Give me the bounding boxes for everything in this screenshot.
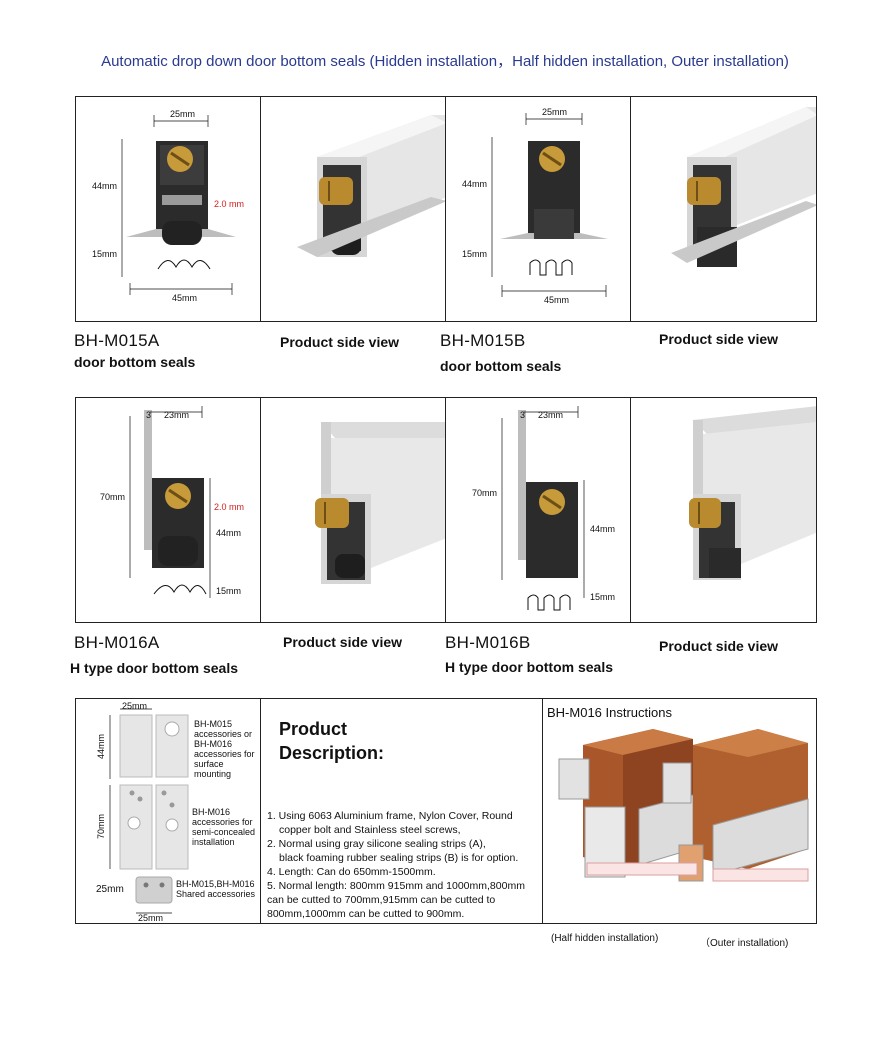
acc-dim-h25: 25mm <box>96 884 124 895</box>
m016b-drawing: 3 23mm 70mm 44mm 15mm <box>445 397 631 623</box>
acc-label-semi-concealed: BH-M016 accessories for semi-concealed i… <box>192 807 256 847</box>
dim-bottom: 15mm <box>92 249 117 259</box>
subtitle-m015a: door bottom seals <box>74 354 196 370</box>
caption-half-hidden: (Half hidden installation) <box>551 933 659 944</box>
dim-height: 44mm <box>462 179 487 189</box>
m016b-side-view-image <box>630 397 817 623</box>
dim-bottom: 15mm <box>590 592 615 602</box>
acc-label-surface: BH-M015 accessories or BH-M016 accessori… <box>194 719 255 779</box>
dim-three: 3 <box>146 410 151 420</box>
dim-three: 3 <box>520 410 525 420</box>
acc-dim-h70: 70mm <box>96 813 106 839</box>
dim-inner: 44mm <box>590 524 615 534</box>
dim-width: 25mm <box>170 109 195 119</box>
desc-item: 4. Length: Can do 650mm-1500mm. <box>267 866 436 878</box>
side-view-label-m016a: Product side view <box>283 634 403 650</box>
dim-base: 45mm <box>172 293 197 303</box>
dim-base: 45mm <box>544 295 569 305</box>
dim-bottom: 15mm <box>216 586 241 596</box>
dim-width: 23mm <box>164 410 189 420</box>
m015a-side-view-image <box>260 96 446 322</box>
model-m016b: BH-M016B <box>445 633 531 652</box>
dim-height: 70mm <box>100 492 125 502</box>
m015b-side-view-image <box>630 96 817 322</box>
desc-item: copper bolt and Stainless steel screws, <box>279 824 461 836</box>
accessories-panel: 25mm 44mm 70mm 25mm 25mm BH-M015 accesso… <box>75 698 261 924</box>
subtitle-m016b: H type door bottom seals <box>445 659 614 675</box>
side-view-label-m015b: Product side view <box>659 331 779 347</box>
acc-dim-h44: 44mm <box>96 733 106 759</box>
m016a-drawing: 3 23mm 70mm 2.0 mm 44mm 15mm <box>75 397 261 623</box>
acc-dim-w25-bottom: 25mm <box>138 913 164 923</box>
desc-item: can be cutted to 700mm,915mm can be cutt… <box>267 894 496 906</box>
dim-width: 23mm <box>538 410 563 420</box>
dim-gap: 2.0 mm <box>214 502 244 512</box>
acc-dim-w25: 25mm <box>122 701 148 711</box>
desc-item: 800mm,1000mm can be cutted to 900mm. <box>267 908 465 920</box>
subtitle-m016a: H type door bottom seals <box>70 660 239 676</box>
m015a-drawing: 25mm 44mm 15mm 45mm 2.0 mm <box>75 96 261 322</box>
desc-item: 1. Using 6063 Aluminium frame, Nylon Cov… <box>267 810 513 822</box>
desc-item: black foaming rubber sealing strips (B) … <box>279 852 519 864</box>
desc-item: 2. Normal using gray silicone sealing st… <box>267 838 486 850</box>
description-title-line2: Description: <box>279 743 385 763</box>
instructions-title: BH-M016 Instructions <box>547 705 672 720</box>
m016a-side-view-image <box>260 397 446 623</box>
description-title-line1: Product <box>279 719 348 739</box>
side-view-label-m015a: Product side view <box>280 334 400 350</box>
dim-gap: 2.0 mm <box>214 199 244 209</box>
caption-outer: （Outer installation) <box>700 938 789 949</box>
acc-label-shared: BH-M015,BH-M016 Shared accessories <box>176 879 256 899</box>
m015b-drawing: 25mm 44mm 15mm 45mm <box>445 96 631 322</box>
dim-bottom: 15mm <box>462 249 487 259</box>
subtitle-m015b: door bottom seals <box>440 358 562 374</box>
model-m015b: BH-M015B <box>440 331 526 350</box>
dim-height: 44mm <box>92 181 117 191</box>
page-title: Automatic drop down door bottom seals (H… <box>101 53 789 70</box>
product-description-panel: Product Description: 1. Using 6063 Alumi… <box>260 698 543 924</box>
model-m015a: BH-M015A <box>74 331 160 350</box>
model-m016a: BH-M016A <box>74 633 160 652</box>
instructions-panel: BH-M016 Instructions <box>542 698 817 924</box>
dim-width: 25mm <box>542 107 567 117</box>
dim-height: 70mm <box>472 488 497 498</box>
dim-inner: 44mm <box>216 528 241 538</box>
desc-item: 5. Normal length: 800mm 915mm and 1000mm… <box>267 880 525 892</box>
side-view-label-m016b: Product side view <box>659 638 779 654</box>
